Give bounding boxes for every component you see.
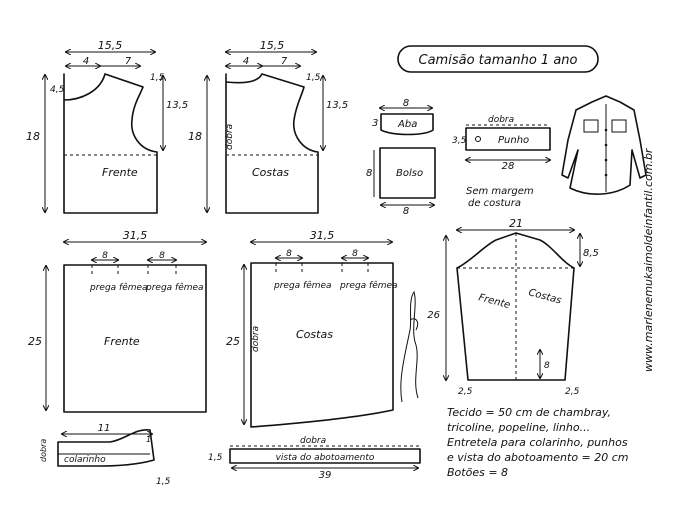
back-bodice: 15,5 4 7 1,5 18 dobra 13,5 Costas <box>188 39 348 214</box>
back-bodice-width: 15,5 <box>260 39 285 52</box>
placket-facing-width: 39 <box>319 470 332 481</box>
back-bodice-armhole: 13,5 <box>326 100 348 111</box>
notes-line-1: Tecido = 50 cm de chambray, <box>447 406 612 419</box>
back-skirt-fold: dobra <box>251 326 261 352</box>
front-skirt-pleat-1-label: prega fêmea <box>89 282 148 293</box>
placket-facing-fold: dobra <box>300 436 326 446</box>
shirt-illustration <box>561 95 647 195</box>
cuff-height: 3,5 <box>452 136 467 146</box>
pocket: Bolso 8 8 <box>366 147 436 217</box>
front-skirt-pleat-2-label: prega fêmea <box>145 282 204 293</box>
front-skirt-height: 25 <box>28 335 42 348</box>
placket-facing: dobra vista do abotoamento 1,5 39 <box>208 436 421 481</box>
front-bodice-width: 15,5 <box>98 39 123 52</box>
back-bodice-fold: dobra <box>225 124 235 150</box>
front-bodice-shoulder: 1,5 <box>150 73 165 83</box>
front-bodice-top-a: 4 <box>83 56 89 67</box>
back-skirt: 31,5 8 prega fêmea 8 prega fêmea 25 dobr… <box>226 229 398 428</box>
sleeve: 21 8,5 26 Frente Costas 8 2,5 2,5 <box>427 217 599 397</box>
pocket-label: Bolso <box>396 168 423 179</box>
back-skirt-pleat-2-width: 8 <box>352 249 358 259</box>
pocket-flap-label: Aba <box>397 119 417 130</box>
website-url: www.marlenemukaimoldeinfantil.com.br <box>642 147 655 372</box>
collar-width: 11 <box>98 423 111 434</box>
collar-end: 1 <box>146 435 151 444</box>
notes-line-2: tricoline, popeline, linho... <box>447 421 591 434</box>
cuff-fold: dobra <box>488 115 514 125</box>
notes-line-4: e vista do abotoamento = 20 cm <box>447 451 629 464</box>
front-skirt: 31,5 8 prega fêmea 8 prega fêmea 25 Fren… <box>28 229 206 413</box>
sleeve-width: 21 <box>509 217 523 230</box>
front-bodice-armhole: 13,5 <box>166 100 188 111</box>
front-bodice-label: Frente <box>102 166 138 179</box>
back-skirt-pleat-2-label: prega fêmea <box>339 280 398 291</box>
back-skirt-label: Costas <box>296 328 333 341</box>
pocket-flap: 8 3 Aba <box>372 98 434 136</box>
sleeve-cap: 8,5 <box>583 248 599 259</box>
notes-line-3: Entretela para colarinho, punhos <box>447 436 628 449</box>
pocket-flap-height: 3 <box>372 118 378 129</box>
front-bodice-neck: 4,5 <box>50 85 65 95</box>
cuff: dobra Punho 3,5 28 <box>452 115 550 172</box>
pocket-width: 8 <box>403 206 409 217</box>
collar-fold: dobra <box>39 439 48 462</box>
signature <box>400 290 419 403</box>
placket-facing-height: 1,5 <box>208 453 223 463</box>
back-bodice-top-a: 4 <box>243 56 249 67</box>
front-skirt-pleat-2-width: 8 <box>159 251 165 261</box>
placket-facing-label: vista do abotoamento <box>276 453 375 463</box>
front-skirt-pleat-1-width: 8 <box>102 251 108 261</box>
back-bodice-label: Costas <box>252 166 289 179</box>
sleeve-placket: 8 <box>544 361 550 371</box>
front-skirt-width: 31,5 <box>123 229 148 242</box>
back-bodice-shoulder: 1,5 <box>306 73 321 83</box>
cuff-width: 28 <box>502 161 515 172</box>
seam-allowance-note: Sem margem de costura <box>466 186 534 209</box>
sleeve-left-hem: 2,5 <box>458 387 473 397</box>
front-bodice: 15,5 4 7 1,5 4,5 18 13,5 Frente <box>26 39 188 214</box>
front-skirt-label: Frente <box>104 335 140 348</box>
collar-stand: 1,5 <box>156 477 171 487</box>
back-skirt-height: 25 <box>226 335 240 348</box>
back-skirt-pleat-1-label: prega fêmea <box>273 280 332 291</box>
fabric-notes: Tecido = 50 cm de chambray, tricoline, p… <box>447 405 692 480</box>
collar: 11 colarinho 1 1,5 dobra <box>39 423 171 487</box>
sleeve-right-hem: 2,5 <box>565 387 580 397</box>
pocket-flap-width: 8 <box>403 98 409 109</box>
front-bodice-height: 18 <box>26 130 40 143</box>
back-bodice-height: 18 <box>188 130 202 143</box>
collar-label: colarinho <box>64 455 106 465</box>
back-skirt-width: 31,5 <box>310 229 335 242</box>
pocket-height: 8 <box>366 168 372 179</box>
seam-note-line1: Sem margem <box>466 186 534 197</box>
cuff-label: Punho <box>498 135 529 146</box>
front-bodice-top-b: 7 <box>125 56 132 67</box>
back-skirt-pleat-1-width: 8 <box>286 249 292 259</box>
page-title: Camisão tamanho 1 ano <box>419 53 578 68</box>
sleeve-height: 26 <box>427 310 440 321</box>
notes-line-5: Botões = 8 <box>447 466 509 479</box>
sleeve-front-label: Frente <box>477 292 511 311</box>
title-box: Camisão tamanho 1 ano <box>397 45 599 73</box>
seam-note-line2: de costura <box>468 198 521 209</box>
back-bodice-top-b: 7 <box>281 56 288 67</box>
sleeve-back-label: Costas <box>527 287 562 306</box>
